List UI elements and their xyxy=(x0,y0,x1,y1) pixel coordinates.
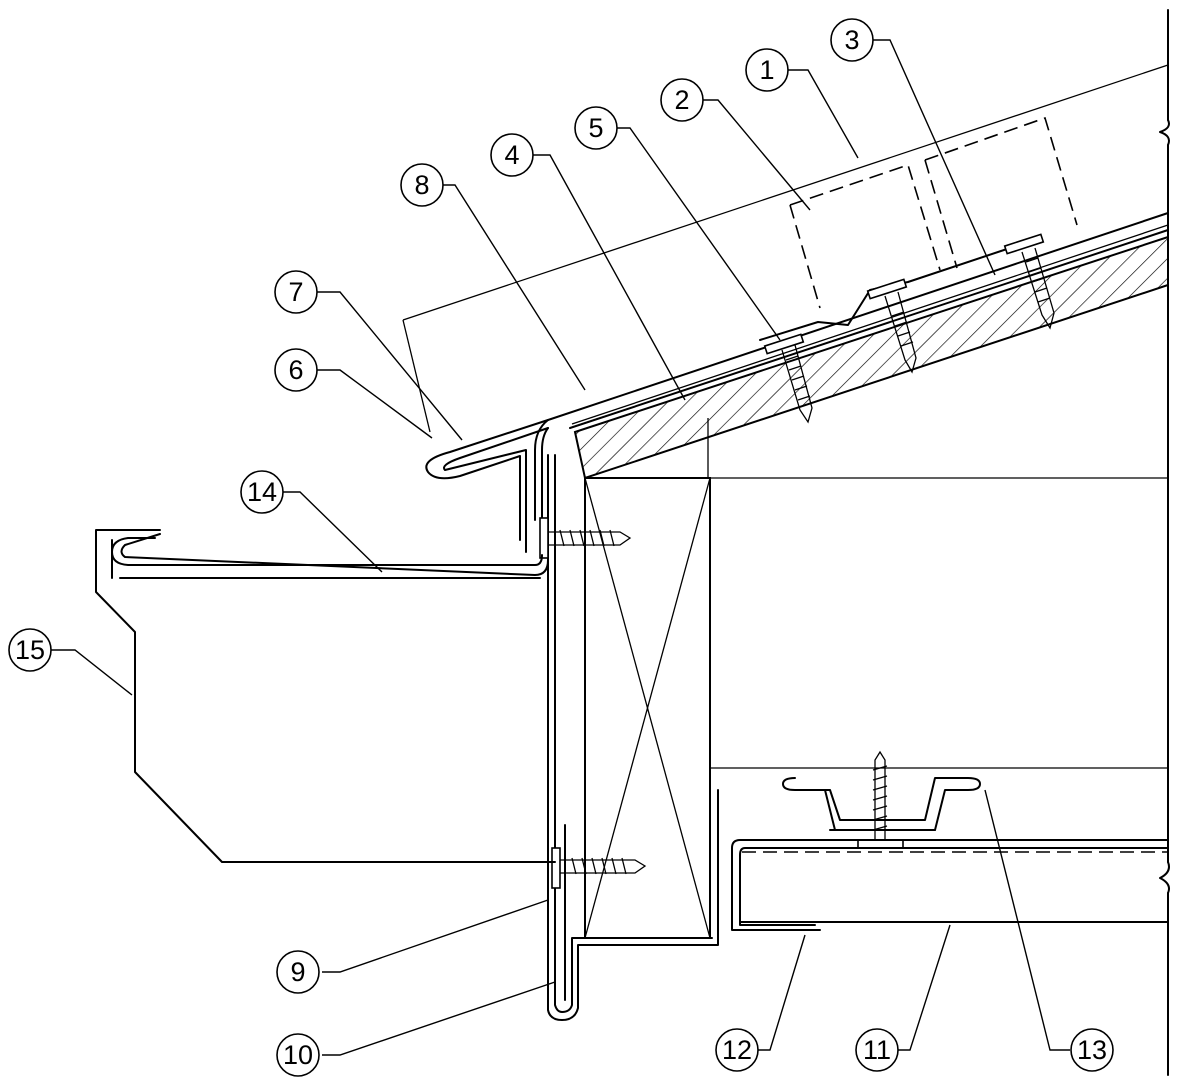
callout-8: 8 xyxy=(400,163,444,207)
callout-4: 4 xyxy=(490,133,534,177)
gutter-hanger-strap xyxy=(111,533,549,579)
callout-7: 7 xyxy=(274,270,318,314)
svg-text:15: 15 xyxy=(15,635,45,665)
dashed-roof-tiles xyxy=(789,116,1078,309)
svg-text:1: 1 xyxy=(759,55,774,85)
svg-text:5: 5 xyxy=(588,113,603,143)
svg-text:7: 7 xyxy=(288,277,303,307)
drip-edge-hem xyxy=(425,419,549,553)
svg-text:4: 4 xyxy=(504,140,519,170)
svg-text:12: 12 xyxy=(722,1035,752,1065)
callout-12: 12 xyxy=(715,1028,759,1072)
callout-2: 2 xyxy=(660,78,704,122)
gutter-hanger-upper xyxy=(539,517,632,559)
wall-break-line xyxy=(1159,9,1170,1076)
gutter-profile xyxy=(95,529,556,863)
svg-text:10: 10 xyxy=(283,1040,313,1070)
svg-text:6: 6 xyxy=(288,355,303,385)
roof-deck-hatched xyxy=(573,235,1169,480)
roofing-envelope xyxy=(402,64,1169,433)
svg-text:11: 11 xyxy=(863,1035,891,1065)
callout-13: 13 xyxy=(1070,1028,1114,1072)
gutter-hanger-lower xyxy=(551,847,647,889)
callout-3: 3 xyxy=(830,18,874,62)
svg-text:3: 3 xyxy=(844,25,859,55)
callout-1: 1 xyxy=(745,48,789,92)
soffit-panel-assembly xyxy=(731,750,1169,931)
svg-text:8: 8 xyxy=(414,170,429,200)
callout-10: 10 xyxy=(276,1033,320,1077)
callout-15: 15 xyxy=(8,628,52,672)
svg-text:2: 2 xyxy=(674,85,689,115)
callout-9: 9 xyxy=(276,950,320,994)
callout-6: 6 xyxy=(274,348,318,392)
svg-text:13: 13 xyxy=(1077,1035,1107,1065)
underlayment xyxy=(547,212,1169,429)
callout-14: 14 xyxy=(240,470,284,514)
svg-text:14: 14 xyxy=(247,477,277,507)
callout-5: 5 xyxy=(574,106,618,150)
callout-11: 11 xyxy=(855,1028,899,1072)
roof-screws xyxy=(763,233,1055,424)
leader-lines xyxy=(47,39,1070,1056)
fascia-metal-wrap xyxy=(547,454,719,1021)
metal-panel-step xyxy=(759,247,1011,341)
svg-text:9: 9 xyxy=(290,957,305,987)
soffit-structure xyxy=(709,477,1168,769)
